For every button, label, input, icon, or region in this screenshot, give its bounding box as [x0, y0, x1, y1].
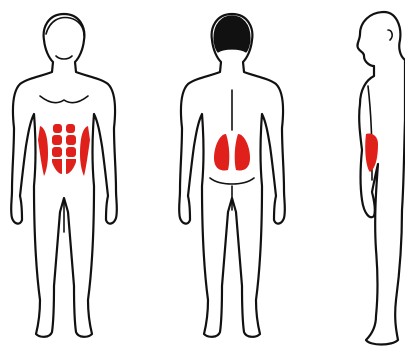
side-body-outline — [357, 12, 405, 345]
back-view-figure — [179, 14, 285, 337]
front-ab-segment-2l — [52, 135, 62, 145]
front-ab-segment-3r — [66, 147, 76, 157]
front-ab-segment-1l — [53, 124, 62, 133]
front-ab-segment-2r — [66, 135, 76, 145]
front-ab-segment-3l — [52, 147, 62, 157]
front-body-outline — [11, 14, 117, 337]
front-view-figure — [11, 14, 117, 337]
side-view-figure — [357, 12, 405, 345]
back-body-outline — [179, 14, 285, 337]
back-hair — [214, 16, 250, 52]
front-ab-segment-1r — [66, 124, 75, 133]
